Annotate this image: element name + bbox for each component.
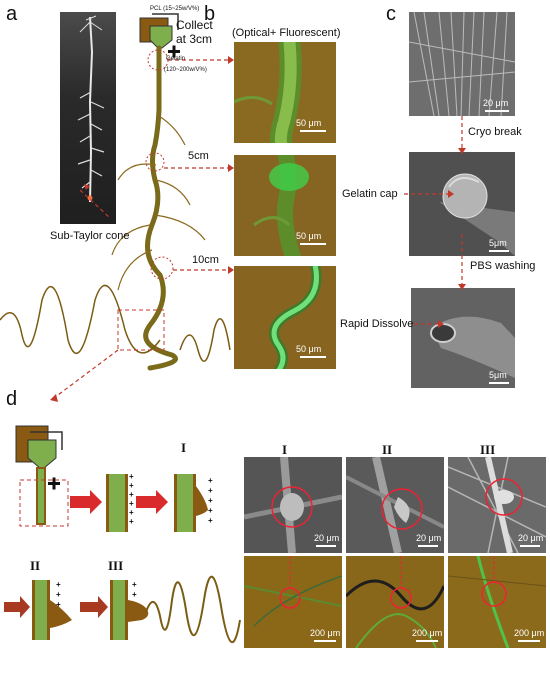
- scale-bar-c2: 5μm: [489, 238, 507, 248]
- scale-bar-d-sem3: 20 μm: [518, 533, 544, 543]
- stage-label-iii: III: [480, 442, 496, 457]
- gelatin-label: Gelatin: [166, 56, 186, 62]
- fluor-image-3cm: 50 μm: [234, 42, 336, 143]
- panel-label-d: d: [6, 388, 18, 410]
- sem-dissolved-fiber: 5μm: [411, 288, 515, 388]
- panel-label-a: a: [6, 3, 18, 25]
- panel-label-b: b: [204, 3, 216, 25]
- charge-column-3: +++: [56, 580, 61, 609]
- charge-column-2: +++ ++: [208, 476, 213, 525]
- stage-label-iii-small: III: [108, 558, 124, 573]
- scale-bar-d-sem1: 20 μm: [314, 533, 340, 543]
- scale-bar-d-opt2: 200 μm: [412, 628, 443, 638]
- optical-stage-iii: 200 μm: [448, 556, 546, 648]
- jet-photo: [60, 12, 116, 224]
- stage-label-ii: II: [382, 442, 393, 457]
- scale-bar-b1: 50 μm: [296, 118, 322, 128]
- scale-bar-c3: 5μm: [489, 370, 507, 380]
- scale-bar-d-opt1: 200 μm: [310, 628, 341, 638]
- charge-column-1: +++ +++: [129, 472, 134, 526]
- scale-bar-b3: 50 μm: [296, 344, 322, 354]
- sem-stage-i: 20 μm: [244, 457, 342, 553]
- sem-fiber-mat: 20 μm: [409, 12, 515, 116]
- optical-fluorescent-header: (Optical+ Fluorescent): [232, 27, 341, 39]
- panel-label-c: c: [386, 3, 396, 25]
- scale-bar-b2: 50 μm: [296, 231, 322, 241]
- scale-bar-c1: 20 μm: [483, 98, 509, 108]
- charge-column-4: ++: [132, 580, 137, 599]
- pcl-label: PCL (15~25w/V%): [150, 6, 200, 12]
- scale-bar-d-sem2: 20 μm: [416, 533, 442, 543]
- distance-10cm-label: 10cm: [192, 254, 219, 266]
- rapid-dissolve-label: Rapid Dissolve: [340, 318, 414, 330]
- collect-distance-label: at 3cm: [176, 32, 213, 46]
- fluor-image-5cm: 50 μm: [234, 155, 336, 256]
- sem-stage-ii: 20 μm: [346, 457, 444, 553]
- pbs-washing-label: PBS washing: [470, 260, 536, 272]
- scale-bar-d-opt3: 200 μm: [514, 628, 545, 638]
- sub-taylor-cone-label: Sub-Taylor cone: [50, 230, 130, 242]
- sem-stage-iii: 20 μm: [448, 457, 546, 553]
- fluor-image-10cm: 50 μm: [234, 266, 336, 369]
- stage-label-i: I: [282, 442, 288, 457]
- gelatin-cap-label: Gelatin cap: [342, 188, 398, 200]
- cryo-break-label: Cryo break: [468, 126, 522, 138]
- collect-label: Collect: [176, 18, 213, 32]
- distance-5cm-label: 5cm: [188, 150, 209, 162]
- sem-gelatin-cap: 5μm: [409, 152, 515, 256]
- optical-stage-i: 200 μm: [244, 556, 342, 648]
- gelatin-conc-label: (120~200w/V%): [164, 67, 207, 73]
- stage-label-i-small: I: [181, 440, 187, 455]
- stage-label-ii-small: II: [30, 558, 41, 573]
- optical-stage-ii: 200 μm: [346, 556, 444, 648]
